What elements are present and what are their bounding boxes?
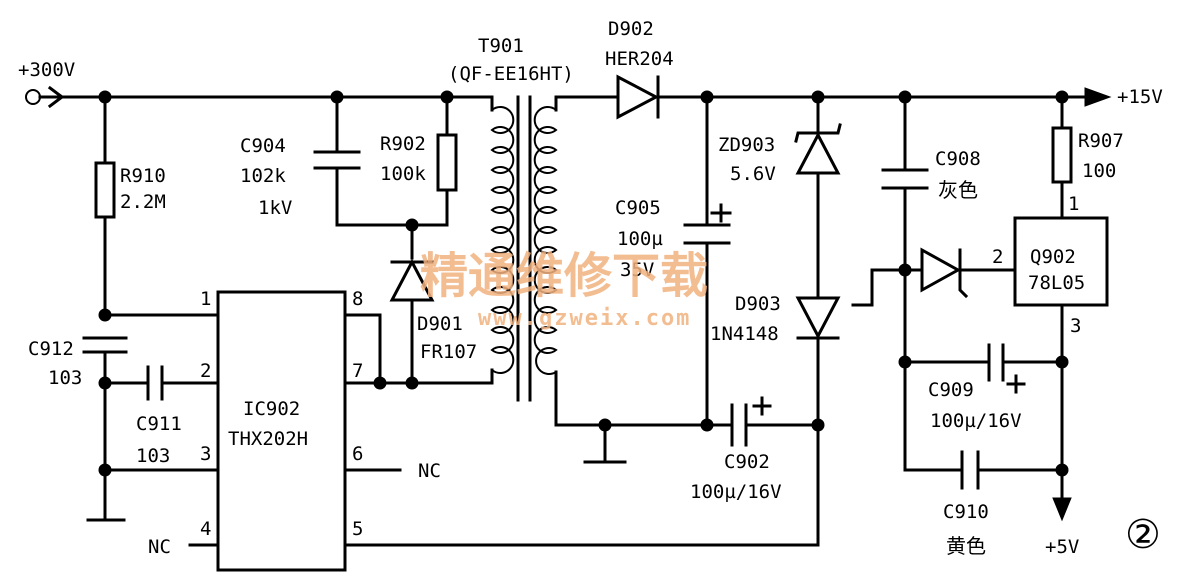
svg-text:102k: 102k <box>240 165 286 187</box>
capacitor-c905: C905 100µ 35V <box>615 197 732 281</box>
zener-zd903: ZD903 5.6V <box>718 123 842 185</box>
svg-text:3: 3 <box>200 443 211 465</box>
svg-text:6: 6 <box>352 443 363 465</box>
svg-text:100µ: 100µ <box>617 228 663 250</box>
capacitor-c904: C904 102k 1kV <box>240 135 361 219</box>
svg-text:HER204: HER204 <box>605 48 674 70</box>
diode-d903: D903 1N4148 <box>710 293 841 345</box>
resistor-r910: R910 2.2M <box>94 161 166 219</box>
svg-text:7: 7 <box>352 360 363 382</box>
input-terminal: +300V <box>18 59 75 109</box>
svg-text:103: 103 <box>48 367 82 389</box>
svg-text:100: 100 <box>1082 160 1116 182</box>
svg-text:+15V: +15V <box>1117 86 1163 108</box>
svg-text:1: 1 <box>1068 193 1079 215</box>
diode-d901: D901 FR107 <box>389 258 477 363</box>
svg-text:1N4148: 1N4148 <box>710 323 779 345</box>
svg-text:2: 2 <box>992 246 1003 268</box>
capacitor-c912: C912 103 <box>28 336 128 389</box>
svg-text:100µ/16V: 100µ/16V <box>930 410 1022 432</box>
nc-label-pin4: NC <box>148 536 171 558</box>
nc-label-pin6: NC <box>418 460 441 482</box>
svg-text:ZD903: ZD903 <box>718 134 775 156</box>
svg-text:C908: C908 <box>935 148 981 170</box>
svg-text:C912: C912 <box>28 338 74 360</box>
svg-text:100k: 100k <box>380 163 426 185</box>
svg-text:THX202H: THX202H <box>228 428 308 450</box>
resistor-r902: R902 100k <box>380 133 458 192</box>
svg-text:IC902: IC902 <box>243 398 300 420</box>
svg-text:C902: C902 <box>724 451 770 473</box>
svg-text:R907: R907 <box>1078 130 1124 152</box>
output-5v: +5V <box>1045 497 1079 558</box>
svg-text:T901: T901 <box>478 35 524 57</box>
svg-text:Q902: Q902 <box>1030 246 1076 268</box>
resistor-r907: R907 100 <box>1051 126 1124 184</box>
ic-thx202h: IC902 THX202H 1 2 3 4 5 6 7 8 <box>200 288 363 572</box>
svg-text:4: 4 <box>200 518 211 540</box>
svg-text:3: 3 <box>1070 315 1081 337</box>
svg-text:C909: C909 <box>928 379 974 401</box>
diode-d902: D902 HER204 <box>605 18 674 120</box>
svg-text:C910: C910 <box>943 501 989 523</box>
svg-text:8: 8 <box>352 288 363 310</box>
svg-text:1: 1 <box>200 288 211 310</box>
svg-text:100µ/16V: 100µ/16V <box>690 481 782 503</box>
watermark-url: www.gzweix.com <box>478 306 691 331</box>
svg-text:+5V: +5V <box>1045 536 1079 558</box>
output-15v: +15V <box>1084 86 1163 108</box>
svg-text:D903: D903 <box>735 293 781 315</box>
svg-text:35V: 35V <box>620 259 654 281</box>
watermark: 精通维修下载 www.gzweix.com <box>420 248 708 331</box>
svg-text:FR107: FR107 <box>420 341 477 363</box>
capacitor-c902: C902 100µ/16V <box>690 396 782 503</box>
capacitor-c909: C909 100µ/16V <box>928 343 1026 432</box>
capacitor-c908: C908 灰色 <box>881 148 981 202</box>
svg-text:(QF-EE16HT): (QF-EE16HT) <box>448 63 574 85</box>
svg-text:R910: R910 <box>120 165 166 187</box>
svg-text:黄色: 黄色 <box>946 534 986 558</box>
svg-text:灰色: 灰色 <box>938 178 978 202</box>
svg-text:D902: D902 <box>608 18 654 40</box>
diode-q902-input <box>920 247 969 299</box>
svg-text:103: 103 <box>136 445 170 467</box>
capacitor-c910: C910 黄色 <box>943 450 989 558</box>
svg-text:C911: C911 <box>136 413 182 435</box>
figure-number: ② <box>1125 512 1161 558</box>
svg-text:C904: C904 <box>240 135 286 157</box>
svg-text:2.2M: 2.2M <box>120 191 166 213</box>
svg-text:1kV: 1kV <box>258 197 292 219</box>
watermark-cn: 精通维修下载 <box>420 248 708 304</box>
svg-text:5: 5 <box>352 518 363 540</box>
junctions <box>98 90 1069 477</box>
svg-text:2: 2 <box>200 360 211 382</box>
svg-text:C905: C905 <box>615 197 661 219</box>
svg-text:78L05: 78L05 <box>1028 272 1085 294</box>
regulator-q902: Q902 78L05 1 2 3 <box>992 193 1109 337</box>
input-voltage-label: +300V <box>18 59 75 81</box>
svg-text:D901: D901 <box>417 313 463 335</box>
transformer-t901: T901 (QF-EE16HT) <box>448 35 574 402</box>
capacitor-c911: C911 103 <box>136 365 182 467</box>
svg-text:R902: R902 <box>380 133 426 155</box>
svg-text:5.6V: 5.6V <box>730 163 776 185</box>
